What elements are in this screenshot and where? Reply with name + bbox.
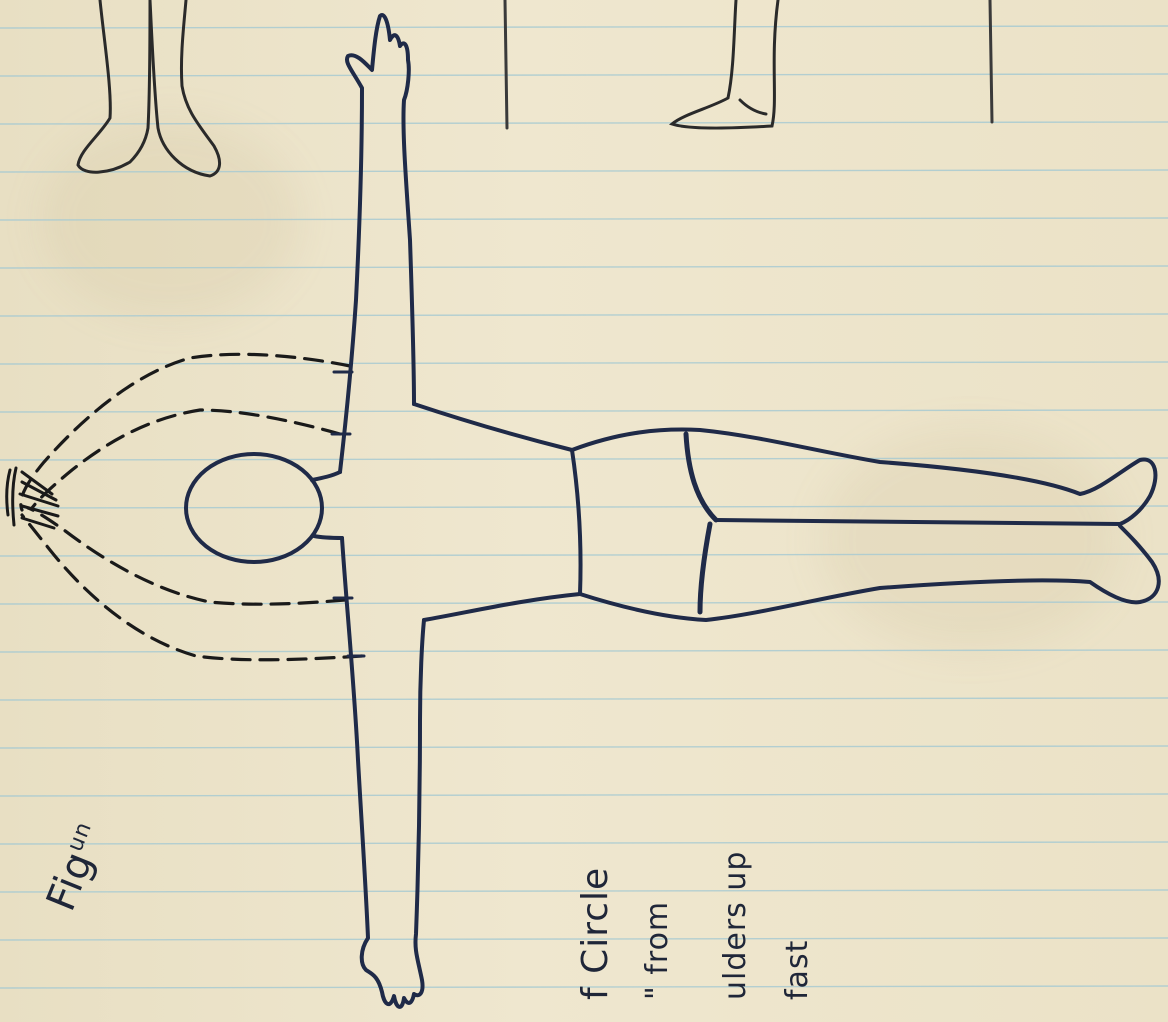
note-line-1: f Circle (575, 867, 616, 1000)
top-figure-side (672, 0, 778, 128)
figure-arms-torso (340, 15, 581, 1007)
note-line-2: " from (640, 901, 675, 1000)
note-line-4: fast (780, 940, 815, 1000)
note-line-3: ulders up (718, 851, 753, 1000)
ruled-lines (0, 26, 1168, 988)
top-figure-legs (78, 0, 220, 176)
